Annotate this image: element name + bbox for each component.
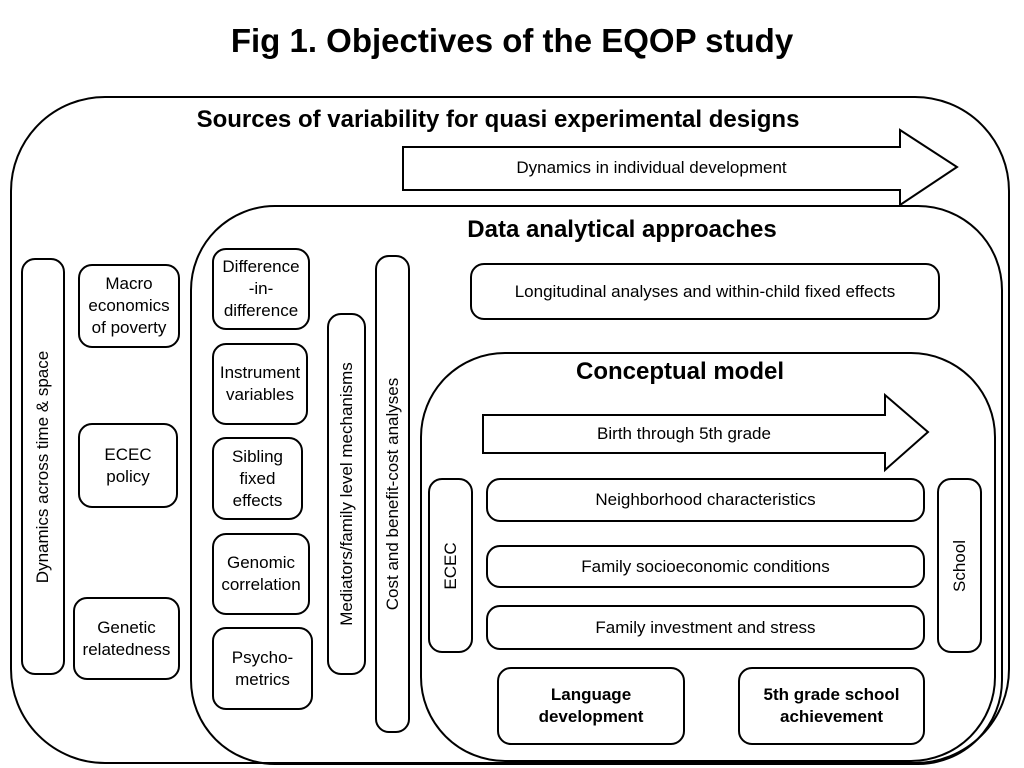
macro-economics-box: Macro economics of poverty xyxy=(78,264,180,348)
family-investment-box: Family investment and stress xyxy=(486,605,925,650)
birth-to-5th-arrow xyxy=(482,392,930,473)
school-achievement-box: 5th grade school achievement xyxy=(738,667,925,745)
instrument-variables-box: Instrument variables xyxy=(212,343,308,425)
development-arrow-label: Dynamics in individual development xyxy=(516,158,787,177)
mediators-box: Mediators/family level mechanisms xyxy=(327,313,366,675)
longitudinal-analyses-box: Longitudinal analyses and within-child f… xyxy=(470,263,940,320)
ecec-policy-box: ECEC policy xyxy=(78,423,178,508)
development-arrow xyxy=(402,128,959,207)
data-approaches-heading: Data analytical approaches xyxy=(467,216,777,243)
figure-title: Fig 1. Objectives of the EQOP study xyxy=(230,22,794,59)
school-box: School xyxy=(937,478,982,653)
family-socioeconomic-box: Family socioeconomic conditions xyxy=(486,545,925,588)
sibling-fixed-effects-box: Sibling fixed effects xyxy=(212,437,303,520)
dynamics-time-space-box: Dynamics across time & space xyxy=(21,258,65,675)
genetic-relatedness-box: Genetic relatedness xyxy=(73,597,180,680)
cost-benefit-box: Cost and benefit-cost analyses xyxy=(375,255,410,733)
language-development-box: Language development xyxy=(497,667,685,745)
difference-in-difference-box: Difference -in- difference xyxy=(212,248,310,330)
genomic-correlation-box: Genomic correlation xyxy=(212,533,310,615)
conceptual-model-container xyxy=(420,352,996,762)
sources-heading: Sources of variability for quasi experim… xyxy=(196,106,800,133)
data-approaches-container xyxy=(190,205,1003,765)
psychometrics-box: Psycho- metrics xyxy=(212,627,313,710)
ecec-box: ECEC xyxy=(428,478,473,653)
birth-to-5th-arrow-label: Birth through 5th grade xyxy=(597,424,771,443)
neighborhood-box: Neighborhood characteristics xyxy=(486,478,925,522)
conceptual-model-heading: Conceptual model xyxy=(575,358,785,385)
